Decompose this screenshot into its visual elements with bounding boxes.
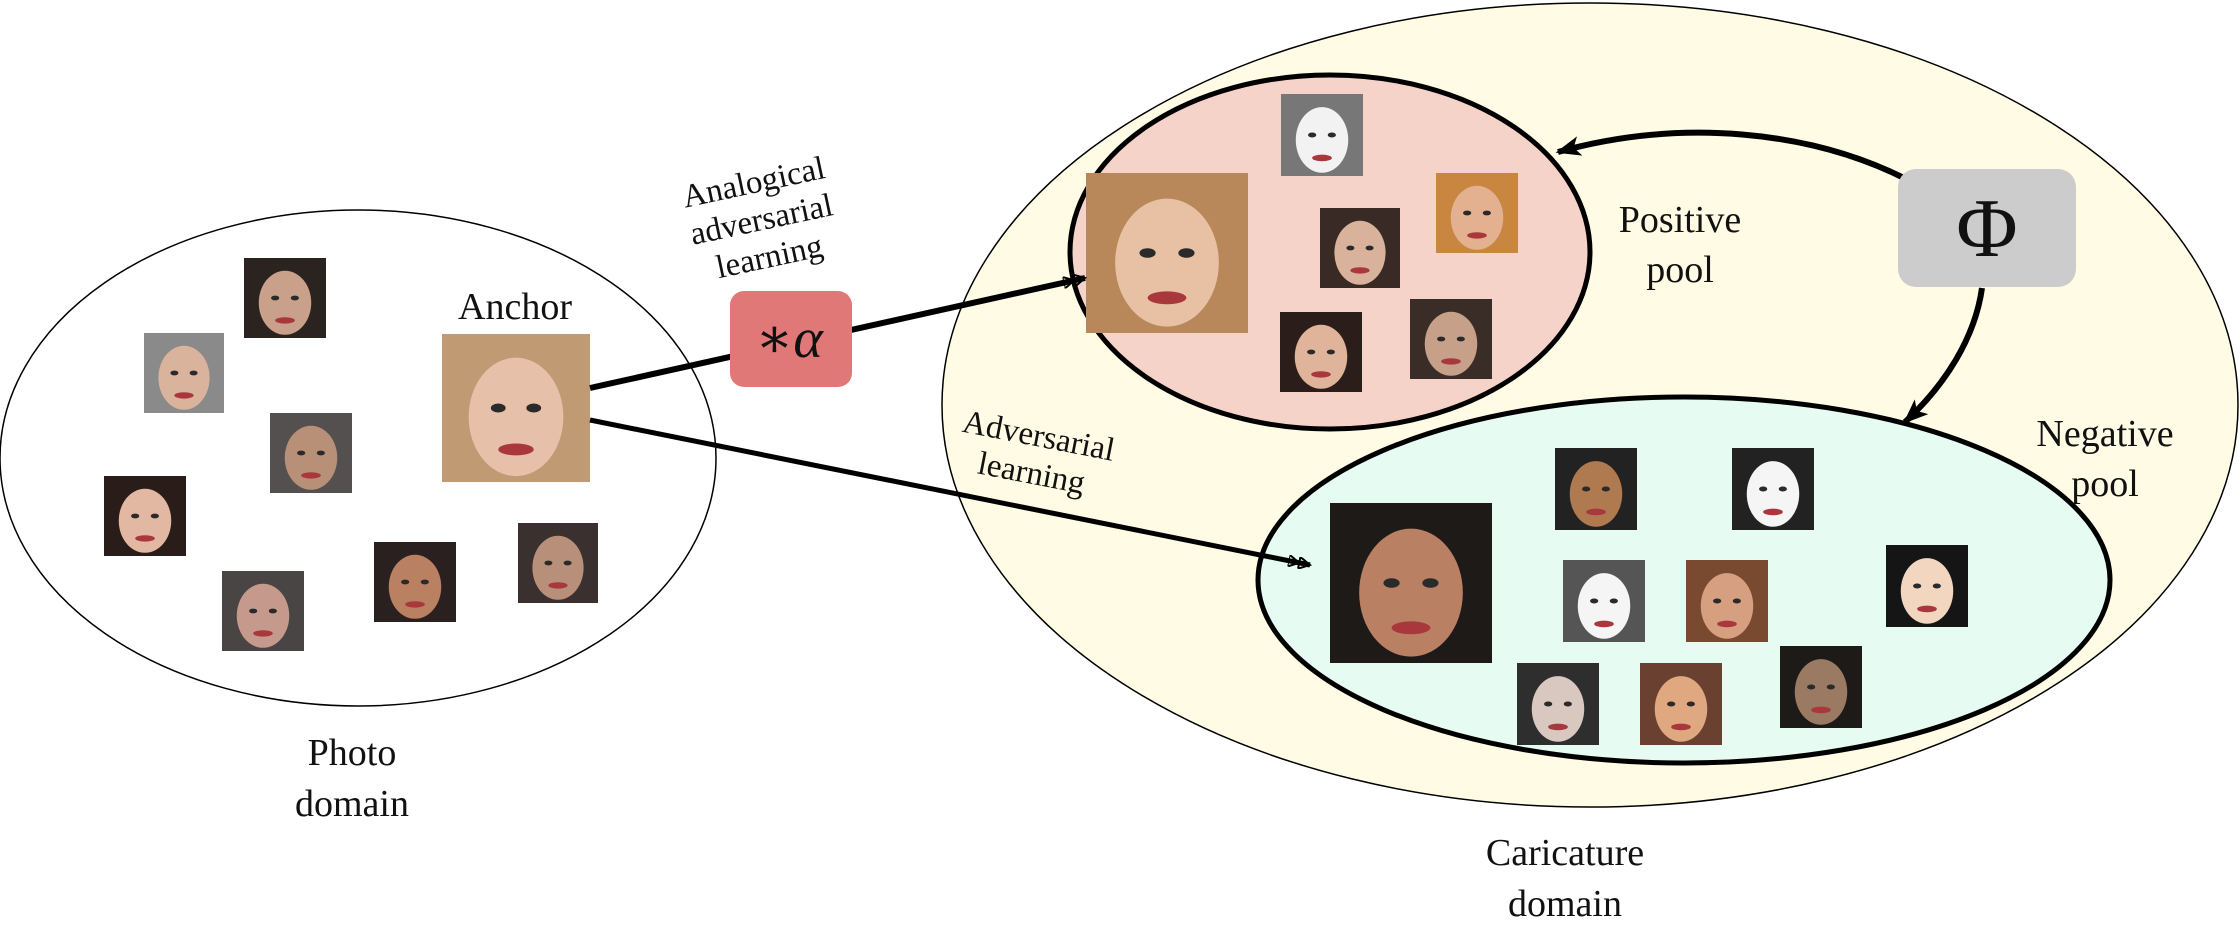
negative-pool-label-line2: pool bbox=[2071, 463, 2139, 505]
caricature-face-3 bbox=[1436, 173, 1518, 253]
phi-to-negative-arrow bbox=[1902, 287, 1985, 425]
photo-domain-region bbox=[0, 209, 717, 707]
negative-pool-region bbox=[1255, 394, 2113, 766]
caricature-domain-label-line2: domain bbox=[1508, 883, 1622, 925]
anchor-label: Anchor bbox=[458, 286, 572, 328]
photo-face-man-1 bbox=[244, 258, 326, 338]
photo-face-man-3 bbox=[222, 571, 304, 651]
caricature-face-4 bbox=[1280, 312, 1362, 392]
caricature-face-sketch bbox=[1732, 448, 1814, 530]
caricature-face-10 bbox=[1640, 663, 1722, 745]
phi-label: Φ bbox=[1956, 182, 2017, 275]
phi-box: Φ bbox=[1898, 169, 2076, 287]
adversarial-arrow bbox=[589, 417, 1310, 565]
caricature-face-6 bbox=[1555, 448, 1637, 530]
caricature-face-8 bbox=[1886, 545, 1968, 627]
caricature-face-large bbox=[1330, 503, 1492, 663]
photo-domain-label: Photo bbox=[308, 732, 397, 774]
photo-face-man-4 bbox=[374, 542, 456, 622]
caricature-face-2 bbox=[1320, 208, 1400, 288]
alpha-operator-box: ∗α bbox=[730, 291, 852, 387]
photo-face-woman bbox=[104, 476, 186, 556]
analogical-adversarial-learning-label: Analogical adversarial learning bbox=[679, 150, 836, 286]
caricature-domain-label: Caricature bbox=[1486, 832, 1644, 874]
caricature-face-large bbox=[1086, 173, 1248, 333]
phi-to-positive-arrow bbox=[1555, 129, 1910, 183]
negative-pool-label: Negative bbox=[2036, 413, 2173, 455]
photo-domain-label-line2: domain bbox=[295, 783, 409, 825]
caricature-face-7 bbox=[1686, 560, 1768, 642]
caricature-face-9 bbox=[1517, 663, 1599, 745]
caricature-face-5 bbox=[1410, 299, 1492, 379]
caricature-face-sketch bbox=[1563, 560, 1645, 642]
alpha-operator-label: ∗α bbox=[755, 308, 824, 370]
caricature-face-sketch bbox=[1281, 94, 1363, 176]
anchor-face bbox=[442, 334, 590, 482]
positive-pool-label: Positive bbox=[1619, 199, 1741, 241]
photo-face-man-glasses bbox=[144, 333, 224, 413]
positive-pool-label-line2: pool bbox=[1646, 249, 1714, 291]
caricature-face-11 bbox=[1780, 646, 1862, 728]
photo-face-man-5 bbox=[518, 523, 598, 603]
face-thumbnails bbox=[104, 94, 1968, 745]
photo-face-man-2 bbox=[270, 413, 352, 493]
